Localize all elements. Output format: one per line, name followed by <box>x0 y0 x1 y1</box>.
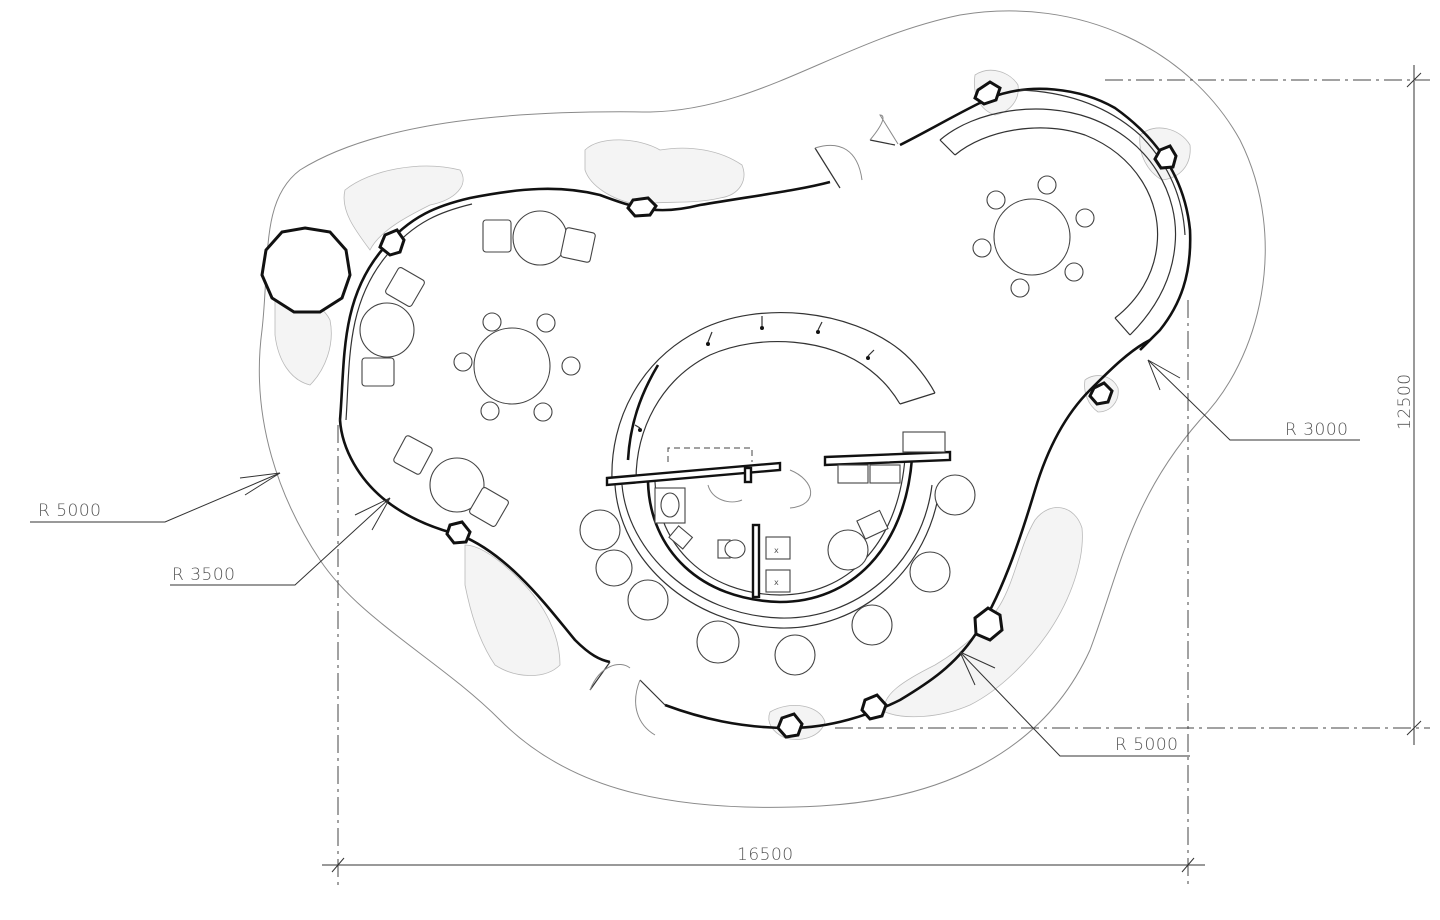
curved-facade <box>338 87 1192 730</box>
outer-boundary <box>258 10 1266 808</box>
column <box>1153 144 1178 170</box>
central-bar <box>611 311 941 629</box>
radius-label-right-upper: R 3000 <box>1285 420 1348 440</box>
radius-label-outer-left: R 5000 <box>38 501 101 521</box>
planting-patch <box>464 544 561 676</box>
height-dimension-label: 12500 <box>1395 373 1415 430</box>
dining-table-left <box>453 312 581 422</box>
lounge-set-left <box>359 267 425 387</box>
columns <box>260 80 1178 739</box>
column <box>973 606 1004 642</box>
lounge-set-top <box>482 210 596 266</box>
column <box>776 712 804 739</box>
service-core: x x <box>605 431 952 604</box>
column <box>445 520 472 545</box>
bar-stools <box>579 474 976 676</box>
dining-table-right <box>972 175 1095 298</box>
planting-patch <box>343 165 464 251</box>
curved-counter-right <box>939 108 1177 336</box>
width-dimension-label: 16500 <box>737 845 794 865</box>
svg-text:x: x <box>774 546 779 555</box>
column <box>626 196 658 218</box>
column <box>378 228 406 257</box>
door-top <box>814 114 899 189</box>
radius-label-inner-left: R 3500 <box>172 565 235 585</box>
column-large <box>260 226 352 314</box>
dimension-lines <box>322 65 1430 885</box>
radius-leaders <box>30 359 1360 757</box>
door-bottom <box>589 661 666 736</box>
planting-patch <box>584 139 745 206</box>
svg-text:x: x <box>774 578 779 587</box>
lounge-set-bottom <box>393 435 509 527</box>
column <box>1088 381 1114 406</box>
column <box>973 80 1002 106</box>
radius-label-right-lower: R 5000 <box>1115 735 1178 755</box>
column <box>860 693 888 721</box>
